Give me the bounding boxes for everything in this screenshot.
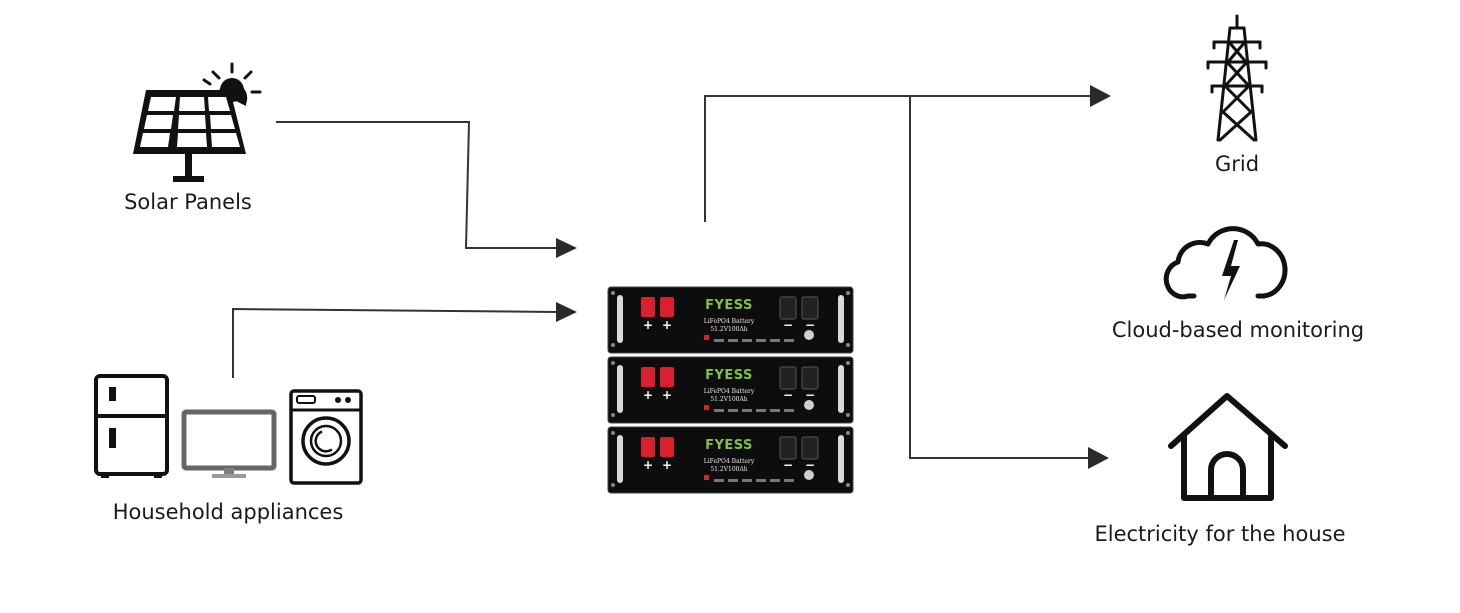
grid-label: Grid <box>1215 152 1259 176</box>
transmission-tower-icon <box>1206 14 1268 142</box>
port-indicator <box>728 409 738 412</box>
positive-sign: + <box>662 458 672 472</box>
power-switch <box>804 470 814 480</box>
port-indicator <box>728 479 738 482</box>
monitor-icon <box>181 409 277 478</box>
connector-battery-to-house <box>909 96 1109 469</box>
battery-handle <box>617 435 623 483</box>
port-indicator <box>742 479 752 482</box>
negative-terminal <box>801 296 819 320</box>
negative-sign: − <box>805 388 815 402</box>
battery-handle <box>617 365 623 413</box>
positive-sign: + <box>643 458 653 472</box>
port-indicator <box>714 409 724 412</box>
positive-sign: + <box>643 388 653 402</box>
positive-terminal <box>641 297 655 317</box>
status-led <box>704 335 709 340</box>
port-indicator <box>714 339 724 342</box>
negative-sign: − <box>805 318 815 332</box>
port-indicator <box>770 479 780 482</box>
connector-solar-to-battery <box>276 121 577 258</box>
house-electricity-label: Electricity for the house <box>1094 522 1345 546</box>
port-indicator <box>728 339 738 342</box>
negative-terminal <box>801 436 819 460</box>
port-indicator <box>784 409 794 412</box>
house-icon <box>1168 393 1288 501</box>
battery-model: LiFePO4 Battery <box>704 388 755 395</box>
port-indicator <box>742 409 752 412</box>
positive-terminal <box>660 297 674 317</box>
battery-model: LiFePO4 Battery <box>704 458 755 465</box>
status-led <box>704 475 709 480</box>
positive-sign: + <box>662 388 672 402</box>
positive-terminal <box>660 367 674 387</box>
negative-sign: − <box>805 458 815 472</box>
negative-sign: − <box>783 458 793 472</box>
negative-sign: − <box>783 318 793 332</box>
positive-terminal <box>641 367 655 387</box>
negative-terminal <box>801 366 819 390</box>
cloud-lightning-icon <box>1163 226 1288 300</box>
negative-terminal <box>779 366 797 390</box>
negative-terminal <box>779 436 797 460</box>
battery-capacity: 51.2V100Ah <box>710 396 747 403</box>
port-indicator <box>756 409 766 412</box>
battery-brand: FYESS <box>705 298 753 313</box>
port-indicator <box>756 479 766 482</box>
battery-handle <box>838 295 844 343</box>
household-appliances-label: Household appliances <box>113 500 344 524</box>
battery-brand: FYESS <box>705 368 753 383</box>
battery-brand: FYESS <box>705 438 753 453</box>
port-indicator <box>784 339 794 342</box>
positive-terminal <box>641 437 655 457</box>
battery-handle <box>617 295 623 343</box>
battery-capacity: 51.2V100Ah <box>710 466 747 473</box>
port-indicator <box>714 479 724 482</box>
port-indicator <box>742 339 752 342</box>
battery-handle <box>838 365 844 413</box>
status-led <box>704 405 709 410</box>
port-indicator <box>770 409 780 412</box>
connector-battery-to-grid <box>704 85 1111 222</box>
power-switch <box>804 330 814 340</box>
battery-capacity: 51.2V100Ah <box>710 326 747 333</box>
fridge-icon <box>94 374 169 478</box>
positive-sign: + <box>662 318 672 332</box>
negative-sign: − <box>783 388 793 402</box>
positive-sign: + <box>643 318 653 332</box>
household-appliances-icon <box>94 374 363 485</box>
port-indicator <box>770 339 780 342</box>
cloud-monitoring-label: Cloud-based monitoring <box>1112 318 1364 342</box>
solar-panels-label: Solar Panels <box>124 190 252 214</box>
positive-terminal <box>660 437 674 457</box>
port-indicator <box>784 479 794 482</box>
port-indicator <box>756 339 766 342</box>
power-switch <box>804 400 814 410</box>
solar-panel-icon <box>133 62 262 182</box>
battery-handle <box>838 435 844 483</box>
battery-model: LiFePO4 Battery <box>704 318 755 325</box>
washing-machine-icon <box>289 389 363 485</box>
negative-terminal <box>779 296 797 320</box>
connector-appliances-to-battery <box>232 302 577 378</box>
